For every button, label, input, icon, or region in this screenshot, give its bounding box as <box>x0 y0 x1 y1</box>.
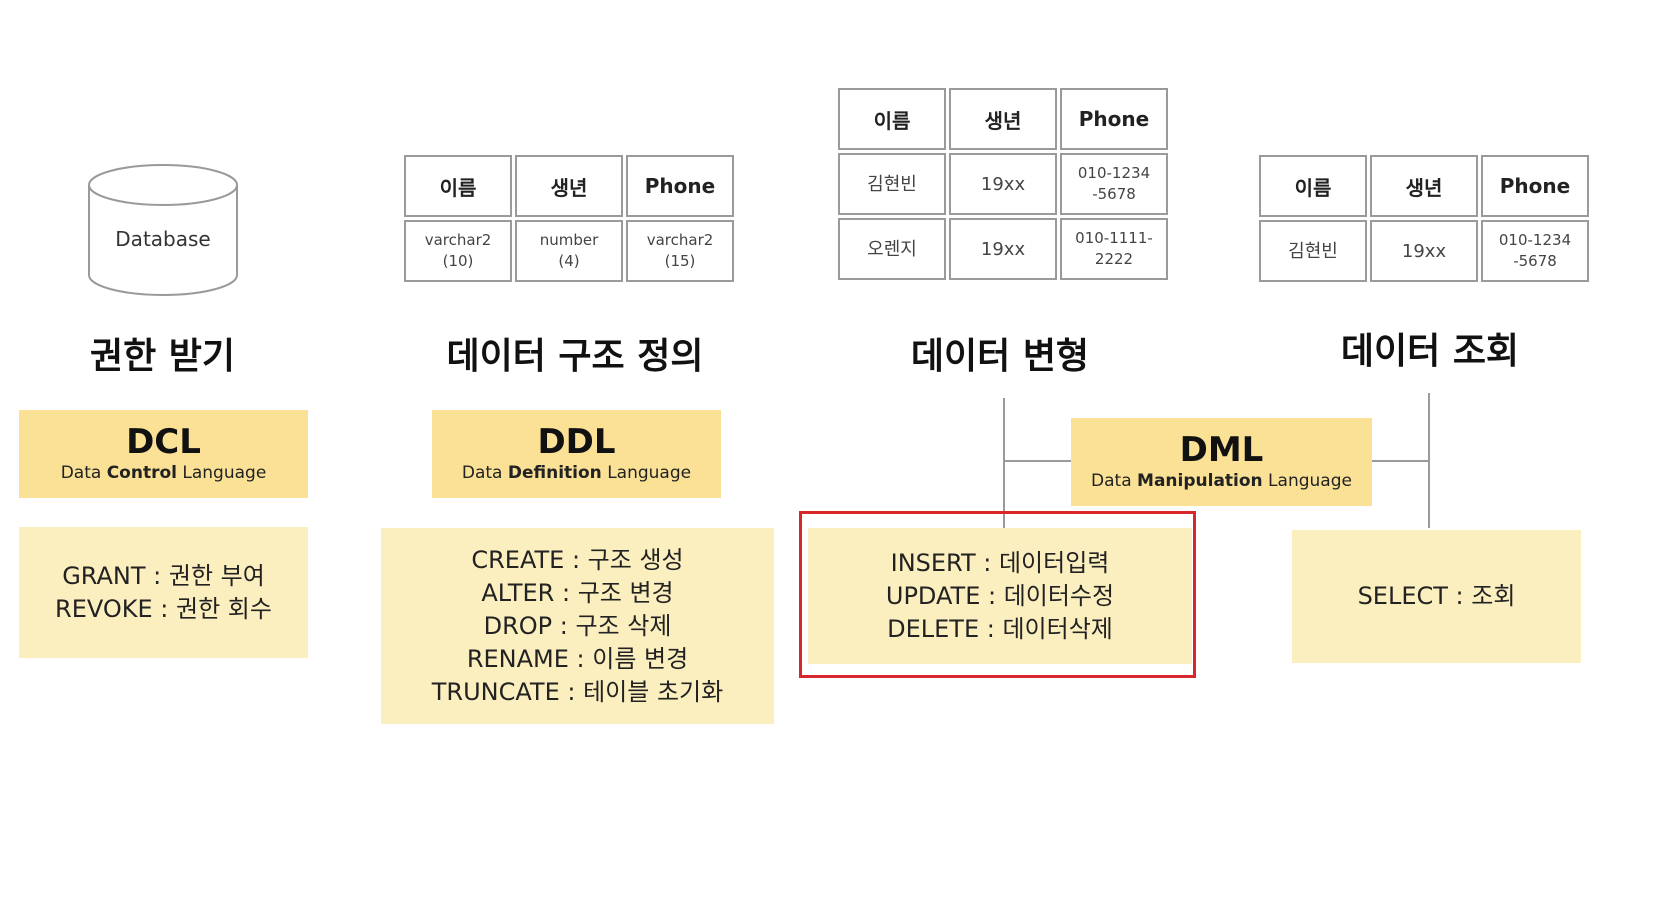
command-line: CREATE : 구조 생성 <box>471 545 684 574</box>
table-header-cell: Phone <box>626 155 734 217</box>
dcl-commands-box: GRANT : 권한 부여 REVOKE : 권한 회수 <box>19 527 308 658</box>
command-line: TRUNCATE : 테이블 초기화 <box>431 677 724 706</box>
table-header-cell: 생년 <box>515 155 623 217</box>
connector-line <box>1366 460 1430 462</box>
table-header-cell: Phone <box>1481 155 1589 217</box>
command-line: UPDATE : 데이터수정 <box>885 581 1115 610</box>
command-line: GRANT : 권한 부여 <box>62 561 265 590</box>
command-line: ALTER : 구조 변경 <box>481 578 674 607</box>
command-line: SELECT : 조회 <box>1357 582 1516 610</box>
table-cell: 010-1234 -5678 <box>1481 220 1589 282</box>
highlight-frame <box>799 511 1196 678</box>
connector-line <box>1003 460 1071 462</box>
command-line: REVOKE : 권한 회수 <box>55 594 272 623</box>
table-cell: 010-1111- 2222 <box>1060 218 1168 280</box>
table-cell: 19xx <box>949 153 1057 215</box>
table-header-cell: Phone <box>1060 88 1168 150</box>
dcl-banner: DCL Data Control Language <box>19 410 308 498</box>
table-cell: 19xx <box>1370 220 1478 282</box>
table-cell: number (4) <box>515 220 623 282</box>
dml-select-section-title: 데이터 조회 <box>1340 331 1520 372</box>
database-label: Database <box>115 227 211 251</box>
banner-subtitle: Data Definition Language <box>461 463 692 483</box>
table-header-cell: 생년 <box>949 88 1057 150</box>
banner-code: DCL <box>126 422 201 462</box>
dml-change-section-title: 데이터 변형 <box>910 336 1090 377</box>
connector-line <box>1003 398 1005 528</box>
table-cell: 010-1234 -5678 <box>1060 153 1168 215</box>
table-cell: varchar2 (10) <box>404 220 512 282</box>
dcl-section-title: 권한 받기 <box>89 336 235 377</box>
banner-subtitle: Data Manipulation Language <box>1091 471 1352 491</box>
table-cell: 19xx <box>949 218 1057 280</box>
table-cell: 오렌지 <box>838 218 946 280</box>
table-header-cell: 이름 <box>838 88 946 150</box>
table-cell: 김현빈 <box>838 153 946 215</box>
ddl-commands-box: CREATE : 구조 생성 ALTER : 구조 변경 DROP : 구조 삭… <box>381 528 774 724</box>
dml-data-table: 이름 생년 Phone 김현빈 19xx 010-1234 -5678 오렌지 … <box>835 85 1171 283</box>
table-header-row: 이름 생년 Phone <box>404 155 734 217</box>
table-cell: 김현빈 <box>1259 220 1367 282</box>
table-header-cell: 이름 <box>1259 155 1367 217</box>
command-line: INSERT : 데이터입력 <box>890 548 1110 577</box>
banner-code: DDL <box>537 422 616 462</box>
dml-select-commands-box: SELECT : 조회 <box>1292 530 1581 663</box>
dml-banner: DML Data Manipulation Language <box>1071 418 1372 506</box>
select-data-table: 이름 생년 Phone 김현빈 19xx 010-1234 -5678 <box>1256 152 1592 285</box>
table-header-row: 이름 생년 Phone <box>838 88 1168 150</box>
command-line: RENAME : 이름 변경 <box>466 644 689 673</box>
command-line: DROP : 구조 삭제 <box>483 611 672 640</box>
ddl-section-title: 데이터 구조 정의 <box>446 336 704 377</box>
table-row: 김현빈 19xx 010-1234 -5678 <box>1259 220 1589 282</box>
table-cell: varchar2 (15) <box>626 220 734 282</box>
ddl-schema-table: 이름 생년 Phone varchar2 (10) number (4) var… <box>401 152 737 285</box>
banner-code: DML <box>1179 430 1264 470</box>
table-header-cell: 이름 <box>404 155 512 217</box>
table-header-cell: 생년 <box>1370 155 1478 217</box>
ddl-banner: DDL Data Definition Language <box>432 410 721 498</box>
table-row: 오렌지 19xx 010-1111- 2222 <box>838 218 1168 280</box>
banner-subtitle: Data Control Language <box>60 463 267 483</box>
database-icon: Database <box>87 163 239 298</box>
table-row: varchar2 (10) number (4) varchar2 (15) <box>404 220 734 282</box>
dml-change-commands-box: INSERT : 데이터입력 UPDATE : 데이터수정 DELETE : 데… <box>808 528 1192 664</box>
table-row: 김현빈 19xx 010-1234 -5678 <box>838 153 1168 215</box>
table-header-row: 이름 생년 Phone <box>1259 155 1589 217</box>
command-line: DELETE : 데이터삭제 <box>887 614 1113 643</box>
